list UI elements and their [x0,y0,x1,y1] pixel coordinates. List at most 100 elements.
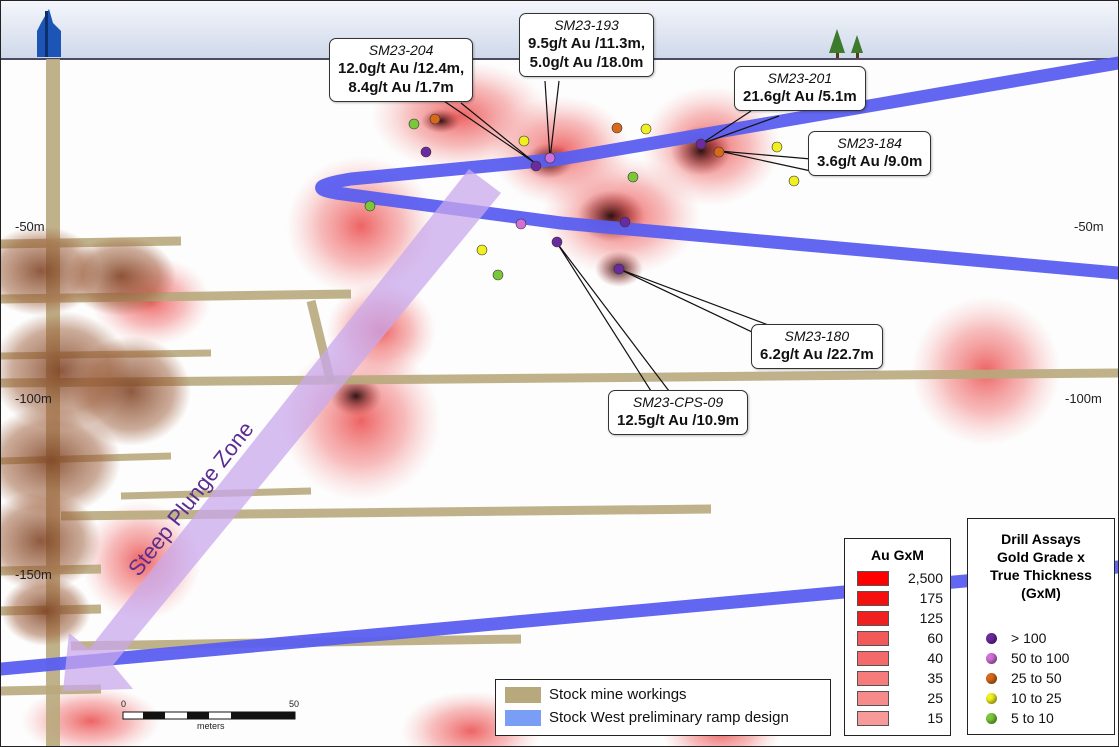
legend-swatch [505,709,541,726]
depth-label-left-150: -150m [15,567,52,582]
scale-start: 0 [121,699,127,709]
drill-pierce-points [364,113,800,281]
assay-dot-icon [986,672,997,684]
callout-assay: 8.4g/t Au /1.7m [348,79,454,96]
au-legend-title: Au GxM [871,547,924,563]
callout-assay: 12.0g/t Au /12.4m, [338,60,465,77]
drill-assays-legend: Drill Assays Gold Grade x True Thickness… [967,518,1115,735]
tree-icon [829,29,863,58]
assay-legend-title: Drill Assays Gold Grade x True Thickness… [968,530,1114,602]
drill-pierce-point [611,122,623,134]
au-legend-swatch [857,670,889,686]
legend-item-ramp: Stock West preliminary ramp design [505,709,789,726]
depth-label-left-50: -50m [15,219,45,234]
callout-sm23-193[interactable]: SM23-193 9.5g/t Au /11.3m, 5.0g/t Au /18… [519,13,654,77]
au-legend-swatch [857,710,889,726]
scale-bar: 0 50 meters [119,699,299,733]
assay-legend-title-line: True Thickness [990,567,1092,583]
au-legend-label: 25 [927,690,943,706]
au-legend-item: 40 [857,650,943,666]
callout-sm23-204[interactable]: SM23-204 12.0g/t Au /12.4m, 8.4g/t Au /1… [329,38,474,102]
assay-legend-title-line: Gold Grade x [997,549,1085,565]
drill-pierce-point [551,236,563,248]
au-legend-label: 35 [927,670,943,686]
assay-legend-item: 5 to 10 [986,710,1054,726]
scale-end: 50 [289,699,300,709]
au-legend-item: 125 [857,610,943,626]
assay-legend-label: 5 to 10 [1011,710,1054,726]
legend-swatch [505,686,541,703]
drill-pierce-point [771,141,783,153]
au-legend-item: 25 [857,690,943,706]
au-legend-item: 35 [857,670,943,686]
callout-sm23-cps-09[interactable]: SM23-CPS-09 12.5g/t Au /10.9m [608,390,748,435]
au-legend-item: 175 [857,590,943,606]
drill-pierce-point [492,269,504,281]
depth-label-right-100: -100m [1065,391,1102,406]
legend-item-workings: Stock mine workings [505,686,687,703]
callout-assay: 12.5g/t Au /10.9m [617,412,739,429]
drill-pierce-point [518,135,530,147]
callout-assay: 5.0g/t Au /18.0m [529,54,644,71]
drill-pierce-point [420,146,432,158]
assay-dot-icon [986,632,997,644]
drill-pierce-point [613,263,625,275]
au-legend-swatch [857,610,889,626]
depth-label-left-100: -100m [15,391,52,406]
au-legend-label: 175 [919,590,943,606]
au-legend-label: 40 [927,650,943,666]
assay-dot-icon [986,692,997,704]
au-legend-label: 2,500 [907,570,943,586]
callout-assay: 21.6g/t Au /5.1m [743,88,857,105]
drill-pierce-point [544,152,556,164]
depth-label-right-50: -50m [1074,219,1104,234]
au-legend-item: 15 [857,710,943,726]
callout-assay: 9.5g/t Au /11.3m, [528,35,645,52]
drill-pierce-point [429,113,441,125]
callout-hole-id: SM23-CPS-09 [632,394,724,410]
drill-pierce-point [619,216,631,228]
au-legend-swatch [857,570,889,586]
au-legend-swatch [857,650,889,666]
assay-legend-item: 10 to 25 [986,690,1062,706]
au-legend-swatch [857,630,889,646]
callout-assay: 6.2g/t Au /22.7m [760,346,874,363]
headframe-icon [37,9,61,57]
callout-hole-id: SM23-204 [368,42,434,58]
au-legend-label: 125 [919,610,943,626]
assay-legend-item: 25 to 50 [986,670,1062,686]
legend-label: Stock mine workings [549,686,687,703]
workings-legend: Stock mine workings Stock West prelimina… [495,679,831,736]
assay-legend-label: 25 to 50 [1011,670,1062,686]
drill-pierce-point [515,218,527,230]
au-gxm-legend: Au GxM 2,500 175 125 60 40 35 25 15 [844,538,951,736]
assay-legend-label: 10 to 25 [1011,690,1062,706]
legend-label: Stock West preliminary ramp design [549,709,789,726]
mineralized-zone-left [1,226,191,646]
callout-hole-id: SM23-184 [837,135,902,151]
callout-sm23-201[interactable]: SM23-201 21.6g/t Au /5.1m [734,66,866,111]
assay-legend-title-line: (GxM) [1021,585,1061,601]
assay-dot-icon [986,652,997,664]
callout-hole-id: SM23-180 [784,328,850,344]
steep-plunge-zone-arrow [63,169,501,691]
callout-sm23-184[interactable]: SM23-184 3.6g/t Au /9.0m [808,131,932,176]
assay-legend-label: > 100 [1011,630,1047,646]
callout-hole-id: SM23-201 [767,70,833,86]
au-legend-swatch [857,690,889,706]
au-legend-label: 60 [927,630,943,646]
assay-legend-title-line: Drill Assays [1001,531,1081,547]
assay-legend-label: 50 to 100 [1011,650,1070,666]
au-legend-item: 2,500 [857,570,943,586]
drill-pierce-point [695,138,707,150]
drill-pierce-point [364,200,376,212]
drill-pierce-point [788,175,800,187]
au-legend-swatch [857,590,889,606]
callout-sm23-180[interactable]: SM23-180 6.2g/t Au /22.7m [751,324,883,369]
callout-hole-id: SM23-193 [554,17,619,33]
drill-pierce-point [530,160,542,172]
drill-pierce-point [713,146,725,158]
drill-pierce-point [408,118,420,130]
